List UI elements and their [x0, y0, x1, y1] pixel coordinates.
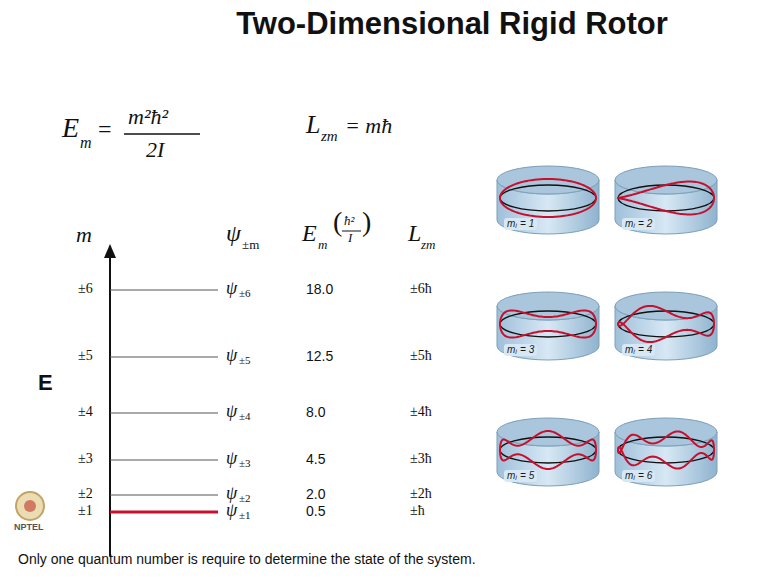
angular-momentum: ±6ħ [410, 281, 432, 297]
quantum-number: ±1 [78, 503, 93, 519]
axis-arrowhead [104, 244, 116, 258]
ring-figure: mₗ = 3 [492, 284, 604, 370]
ring-label: mₗ = 5 [504, 470, 537, 482]
angular-momentum: ±2ħ [410, 486, 432, 502]
logo [16, 492, 44, 520]
quantum-number: ±3 [78, 451, 93, 467]
energy-level [110, 357, 218, 358]
wavefunction-subscript: ±4 [239, 410, 251, 423]
energy-value: 2.0 [306, 486, 325, 502]
reference-orbit [618, 437, 714, 463]
energy-value: 12.5 [306, 348, 333, 364]
energy-value: 4.5 [306, 451, 325, 467]
ground-level [110, 511, 218, 514]
ring-figure: mₗ = 4 [610, 284, 722, 370]
footnote: Only one quantum number is require to de… [18, 551, 476, 567]
watermark: NPTEL [14, 522, 44, 532]
formula-symbol: E [62, 112, 79, 144]
energy-value: 18.0 [306, 281, 333, 297]
wavefunction: ψ [226, 500, 237, 521]
wavefunction-subscript: ±1 [239, 509, 251, 522]
formula-subscript: zm [321, 128, 338, 145]
quantum-number: ±2 [78, 486, 93, 502]
formula-symbol: = [98, 116, 112, 144]
reference-orbit [500, 311, 596, 337]
formula-symbol: = mħ [345, 113, 392, 138]
wavefunction-subscript: ±2 [239, 492, 251, 505]
standing-wave [618, 182, 714, 215]
wavefunction: ψ [226, 345, 237, 366]
header-subscript: zm [421, 238, 435, 253]
ring-drawing [492, 158, 604, 244]
ring-label: mₗ = 2 [622, 218, 655, 230]
unit-denominator: I [348, 231, 352, 246]
axis-label: E [38, 370, 53, 395]
reference-orbit [500, 185, 596, 211]
ring-label: mₗ = 3 [504, 344, 537, 356]
header-subscript: ±m [242, 238, 259, 253]
quantum-number: ±5 [78, 348, 93, 364]
standing-wave [500, 310, 596, 337]
energy-level [110, 495, 218, 496]
ring-drawing [492, 410, 604, 496]
header-subscript: m [318, 238, 327, 253]
standing-wave [500, 179, 596, 217]
bracket: ) [362, 206, 371, 238]
angular-momentum: ±4ħ [410, 404, 432, 420]
wavefunction-subscript: ±5 [239, 354, 251, 367]
wavefunction: ψ [226, 278, 237, 299]
standing-wave [500, 431, 596, 469]
formula-subscript: m [80, 134, 92, 152]
ring-label: mₗ = 4 [622, 344, 655, 356]
unit-numerator: ħ² [344, 214, 354, 229]
column-header: L [408, 220, 421, 248]
standing-wave [618, 431, 714, 468]
logo [24, 500, 36, 512]
reference-orbit [618, 185, 714, 211]
ring-figure: mₗ = 5 [492, 410, 604, 496]
fraction-bar [124, 133, 200, 135]
energy-level [110, 290, 218, 291]
wavefunction: ψ [226, 448, 237, 469]
ring-label: mₗ = 1 [504, 218, 537, 230]
energy-value: 0.5 [306, 503, 325, 519]
column-header: m [76, 222, 92, 247]
ring-drawing [610, 410, 722, 496]
ring-drawing [610, 158, 722, 244]
wavefunction-subscript: ±6 [239, 287, 251, 300]
ring-figure: mₗ = 1 [492, 158, 604, 244]
bracket: ( [333, 206, 342, 238]
column-header: E [302, 220, 317, 248]
energy-level [110, 413, 218, 414]
formula-denominator: 2I [146, 137, 164, 162]
column-header: ψ [226, 220, 241, 248]
wavefunction: ψ [226, 401, 237, 422]
ring-label: mₗ = 6 [622, 470, 655, 482]
formula-numerator: m²ħ² [128, 104, 168, 129]
quantum-number: ±6 [78, 281, 93, 297]
formula-symbol: L [306, 110, 320, 140]
angular-momentum: ±ħ [410, 503, 425, 519]
wavefunction-subscript: ±3 [239, 457, 251, 470]
standing-wave [618, 306, 714, 342]
angular-momentum: ±3ħ [410, 451, 432, 467]
quantum-number: ±4 [78, 404, 93, 420]
angular-momentum: ±5ħ [410, 348, 432, 364]
ring-drawing [610, 284, 722, 370]
ring-figure: mₗ = 6 [610, 410, 722, 496]
slide-title: Two-Dimensional Rigid Rotor [150, 6, 754, 42]
ring-drawing [492, 284, 604, 370]
ring-figure: mₗ = 2 [610, 158, 722, 244]
energy-level [110, 460, 218, 461]
energy-value: 8.0 [306, 404, 325, 420]
reference-orbit [500, 437, 596, 463]
